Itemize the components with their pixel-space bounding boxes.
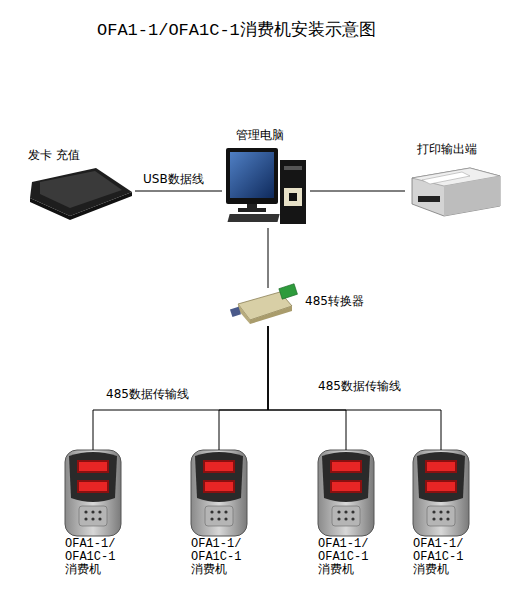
device-node: OFA1-1/ OFA1C-1 消费机 xyxy=(178,450,258,578)
line-label: 485数据传输线 xyxy=(106,386,189,403)
device-node: 发卡 充值 xyxy=(25,148,135,220)
data-cable xyxy=(268,326,441,450)
device-node: 管理电脑 xyxy=(222,128,310,228)
device-label: OFA1-1/ OFA1C-1 消费机 xyxy=(191,538,251,577)
data-cable xyxy=(268,228,269,288)
device-label: 管理电脑 xyxy=(236,128,306,142)
device-label: 发卡 充值 xyxy=(28,148,108,162)
device-node: OFA1-1/ OFA1C-1 消费机 xyxy=(52,450,132,578)
data-cable xyxy=(135,191,222,192)
rs485-converter xyxy=(230,284,298,324)
device-label: 485转换器 xyxy=(305,294,365,308)
line-label: 485数据传输线 xyxy=(318,378,401,395)
device-node: OFA1-1/ OFA1C-1 消费机 xyxy=(305,450,385,578)
data-cable xyxy=(219,326,268,450)
consumption-machines xyxy=(65,450,469,536)
data-cable xyxy=(310,191,405,192)
card-reader xyxy=(30,168,132,220)
printer xyxy=(412,168,500,216)
cable-label: USB数据线 xyxy=(143,171,204,188)
computer xyxy=(226,148,306,224)
device-node: 485转换器 xyxy=(232,288,362,326)
device-label: OFA1-1/ OFA1C-1 消费机 xyxy=(318,538,378,577)
device-label: OFA1-1/ OFA1C-1 消费机 xyxy=(413,538,473,577)
device-label: 打印输出端 xyxy=(417,142,497,156)
device-node: OFA1-1/ OFA1C-1 消费机 xyxy=(400,450,480,578)
diagram-title: OFA1-1/OFA1C-1消费机安装示意图 xyxy=(97,18,376,41)
data-cable xyxy=(93,326,268,450)
device-node: 打印输出端 xyxy=(405,142,501,220)
device-label: OFA1-1/ OFA1C-1 消费机 xyxy=(65,538,125,577)
